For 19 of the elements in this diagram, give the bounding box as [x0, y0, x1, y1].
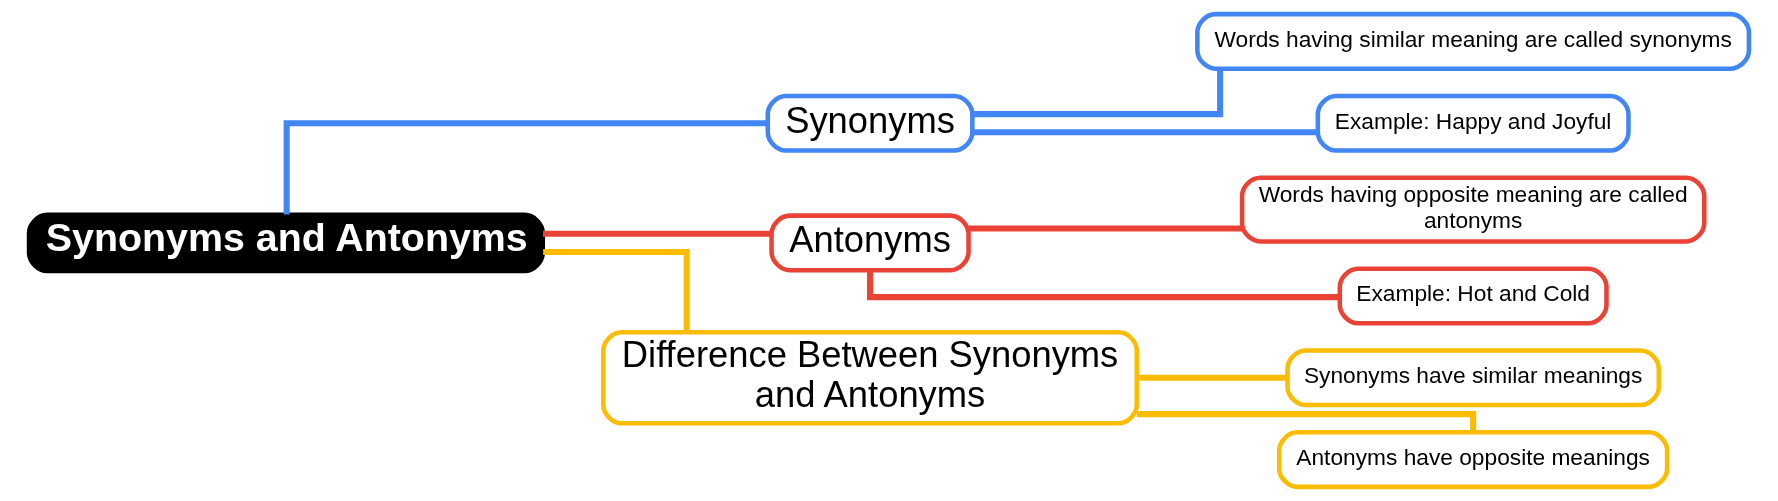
node-box: Antonyms — [769, 213, 971, 273]
node-box: Words having similar meaning are called synonyms — [1195, 11, 1752, 71]
node-box: Example: Happy and Joyful — [1315, 93, 1631, 153]
connector — [1136, 374, 1288, 381]
connector — [283, 120, 768, 215]
connector — [867, 270, 1340, 301]
connector — [969, 225, 1242, 232]
connector — [543, 230, 772, 237]
node-box: Example: Hot and Cold — [1337, 266, 1609, 326]
node-box: Antonyms have opposite meanings — [1276, 430, 1670, 490]
connector — [543, 249, 690, 332]
node-box: Words having opposite meaning are called antonyms — [1239, 175, 1707, 244]
connector — [972, 68, 1224, 118]
node-box: Synonyms and Antonyms — [26, 212, 546, 274]
connector — [972, 129, 1318, 136]
node-box: Difference Between Synonyms and Antonyms — [601, 330, 1140, 426]
node-box: Synonyms — [765, 93, 975, 153]
node-box: Synonyms have similar meanings — [1285, 348, 1662, 408]
connector — [1136, 411, 1477, 433]
